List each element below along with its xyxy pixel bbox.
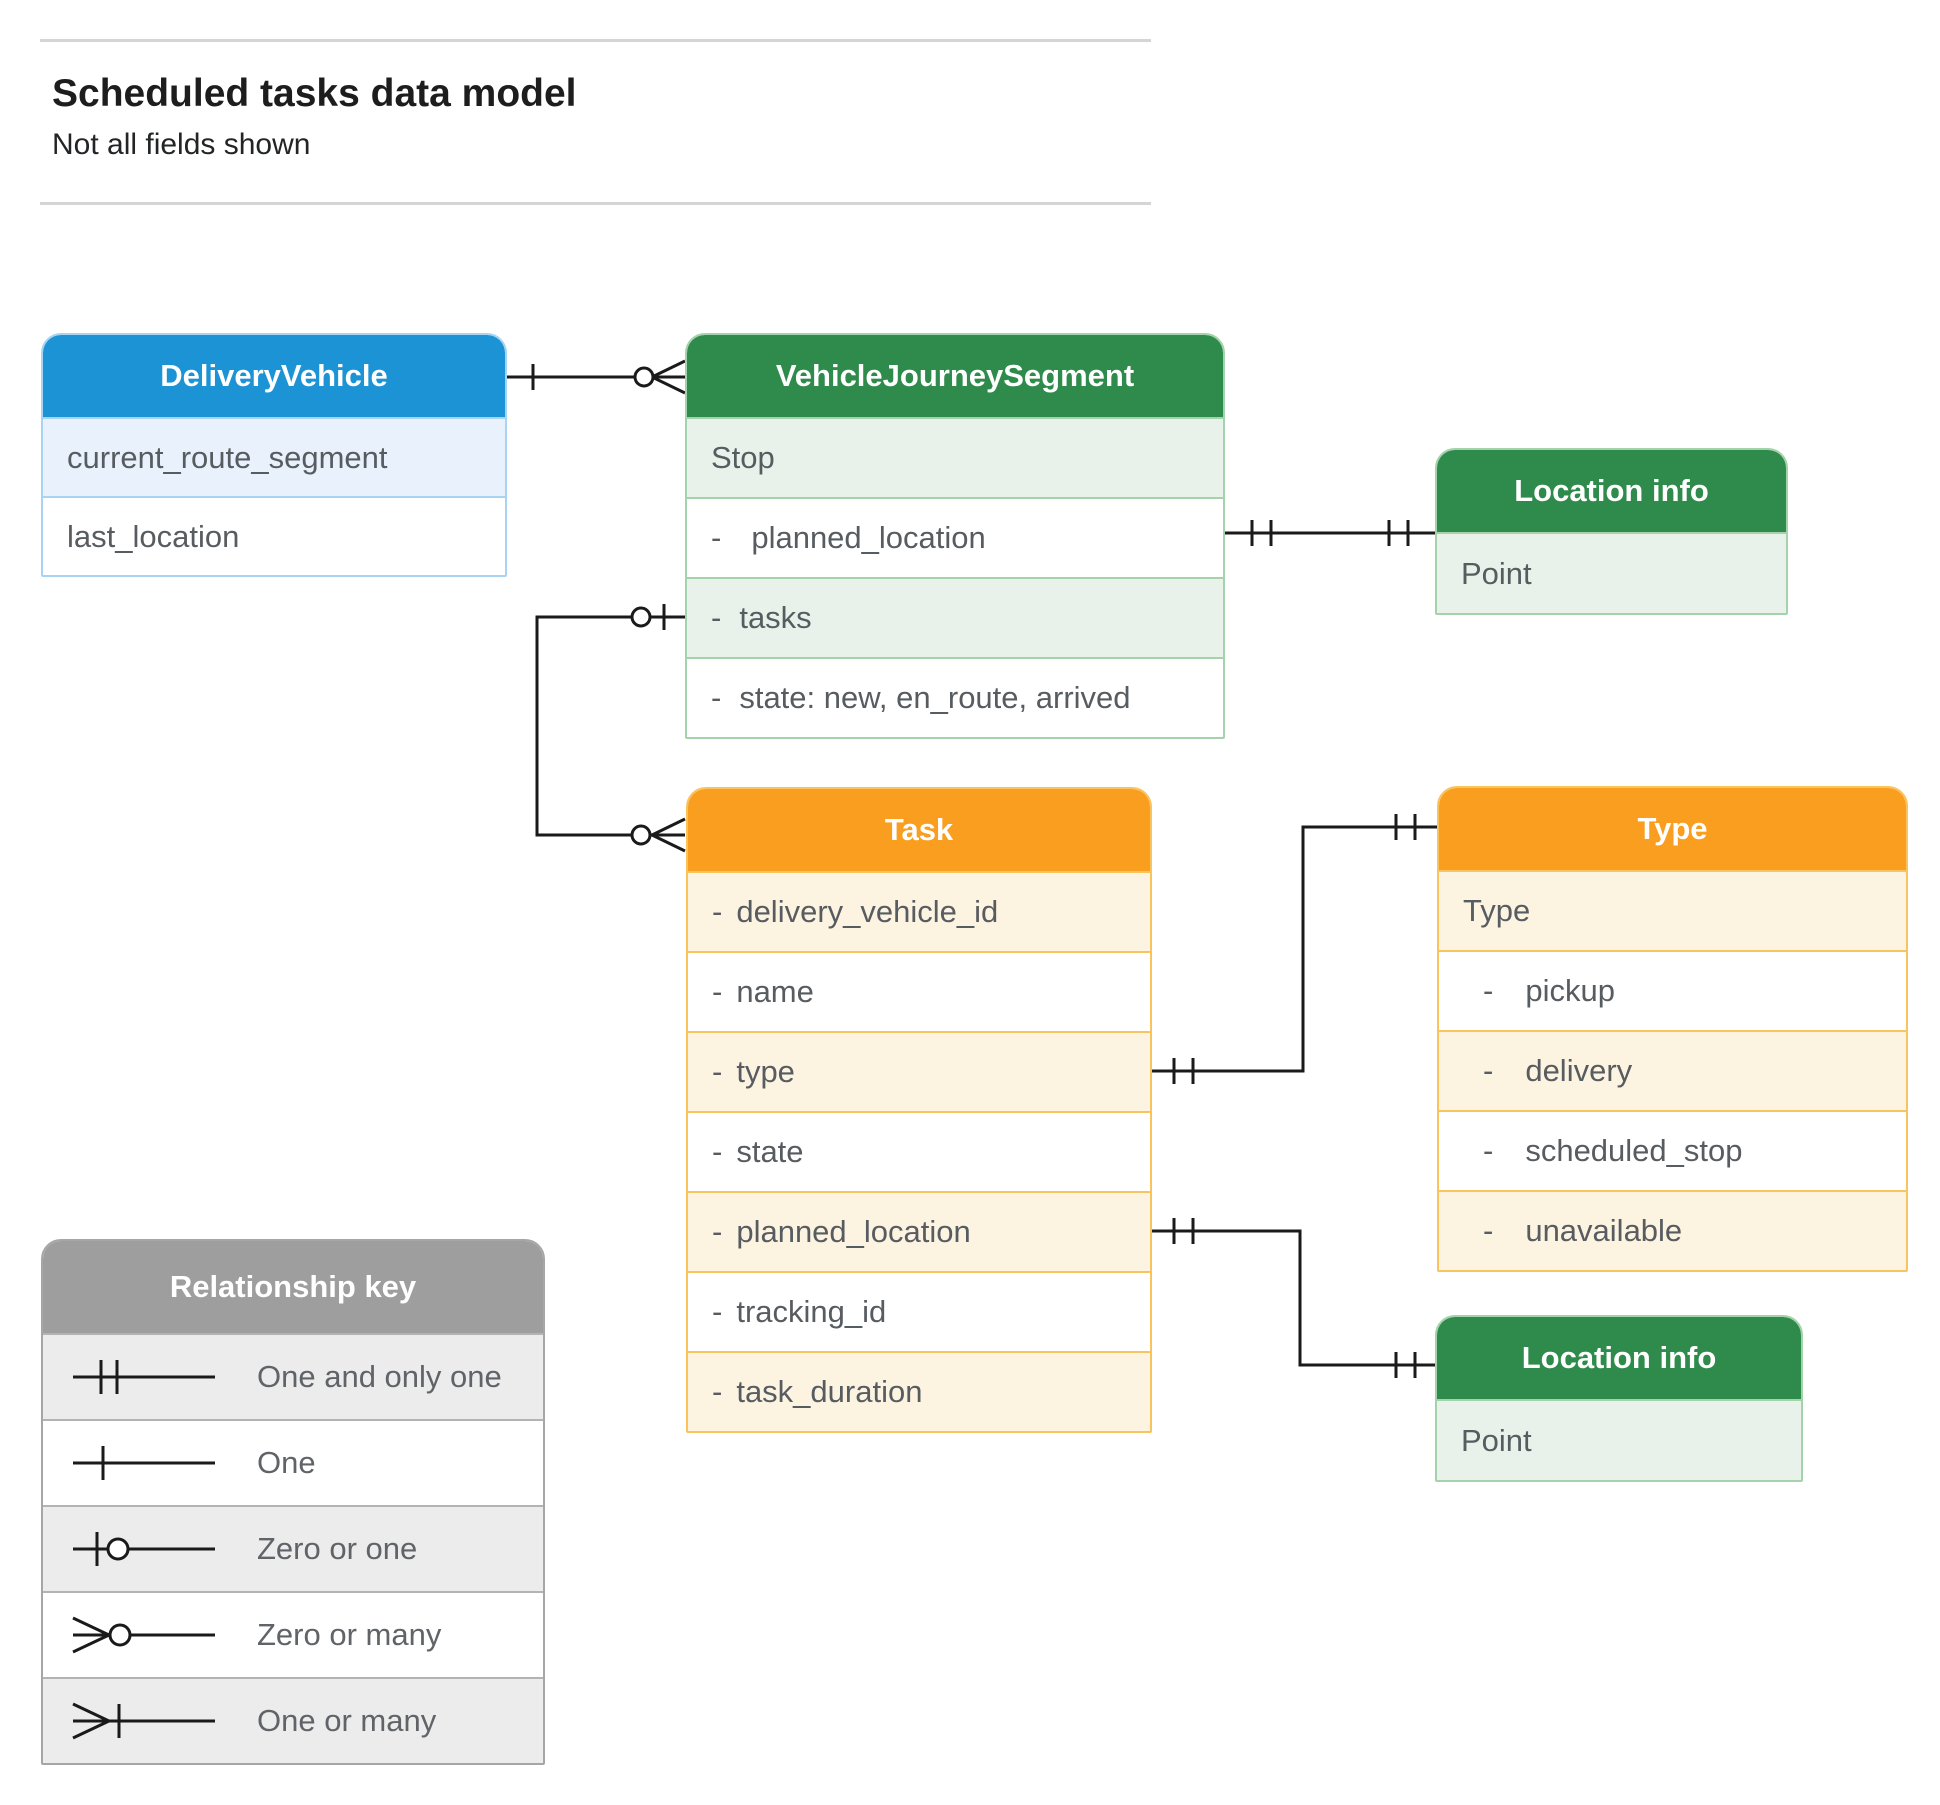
legend-item-zero-or-many: Zero or many — [43, 1591, 543, 1677]
entity-vehicle-journey-segment-title: VehicleJourneySegment — [687, 335, 1223, 417]
row-label: tracking_id — [736, 1294, 887, 1329]
legend-item-one-and-only-one: One and only one — [43, 1333, 543, 1419]
row-label: current_route_segment — [67, 439, 388, 475]
connector-deliveryvehicle-vehiclejourneysegment — [507, 359, 686, 395]
row-dash: - — [712, 894, 723, 929]
legend-item-label: Zero or one — [257, 1531, 418, 1566]
field-task-duration: -task_duration — [688, 1351, 1150, 1431]
field-point: Point — [1437, 1399, 1801, 1480]
legend-item-zero-or-one: Zero or one — [43, 1505, 543, 1591]
connector-vehiclejourneysegment-locationinfo — [1225, 520, 1435, 546]
symbol-one-icon — [73, 1446, 215, 1480]
entity-location-info-2-title: Location info — [1437, 1317, 1801, 1399]
field-state: -state — [688, 1111, 1150, 1191]
row-label: unavailable — [1525, 1213, 1683, 1248]
legend-item-label: One and only one — [257, 1359, 502, 1394]
row-label: Point — [1461, 1422, 1532, 1458]
connector-task-type — [1152, 814, 1437, 1084]
relationship-key-title: Relationship key — [43, 1241, 543, 1333]
row-label: name — [736, 974, 814, 1009]
field-last-location: last_location — [43, 496, 505, 575]
legend-item-label: Zero or many — [257, 1617, 442, 1652]
symbol-zero-or-one-icon — [73, 1532, 215, 1566]
entity-delivery-vehicle: DeliveryVehicle current_route_segment la… — [41, 333, 507, 577]
row-dash: - — [712, 1054, 723, 1089]
row-label: delivery_vehicle_id — [736, 894, 999, 929]
symbol-one-and-only-one-icon — [73, 1360, 215, 1394]
divider-top — [40, 39, 1151, 42]
legend-item-label: One or many — [257, 1703, 437, 1738]
entity-location-info-1-title: Location info — [1437, 450, 1786, 532]
row-label: planned_location — [736, 1214, 971, 1249]
field-state: -state: new, en_route, arrived — [687, 657, 1223, 737]
row-label: Type — [1463, 893, 1531, 928]
entity-vehicle-journey-segment: VehicleJourneySegment Stop -planned_loca… — [685, 333, 1225, 739]
field-name: -name — [688, 951, 1150, 1031]
row-label: pickup — [1525, 973, 1615, 1008]
connector-task-locationinfo — [1152, 1218, 1435, 1378]
row-dash: - — [1483, 1213, 1494, 1248]
entity-type-title: Type — [1439, 788, 1906, 870]
row-label: task_duration — [736, 1374, 923, 1409]
field-planned-location: -planned_location — [688, 1191, 1150, 1271]
row-dash: - — [711, 520, 722, 555]
relationship-key: Relationship key One and only one One Ze… — [41, 1239, 545, 1765]
row-label: state: new, en_route, arrived — [739, 680, 1131, 715]
row-dash: - — [1483, 1053, 1494, 1088]
field-tasks: -tasks — [687, 577, 1223, 657]
row-dash: - — [712, 1134, 723, 1169]
row-label: state — [736, 1134, 804, 1169]
row-label: last_location — [67, 518, 240, 554]
page-title: Scheduled tasks data model — [52, 72, 577, 115]
field-unavailable: -unavailable — [1439, 1190, 1906, 1270]
row-label: type — [736, 1054, 795, 1089]
field-current-route-segment: current_route_segment — [43, 417, 505, 496]
symbol-zero-or-many-icon — [72, 1616, 215, 1654]
field-pickup: -pickup — [1439, 950, 1906, 1030]
divider-bottom — [40, 202, 1151, 205]
field-delivery: -delivery — [1439, 1030, 1906, 1110]
row-label: planned_location — [751, 520, 986, 555]
field-type: -type — [688, 1031, 1150, 1111]
entity-location-info-2: Location info Point — [1435, 1315, 1803, 1482]
field-type-header: Type — [1439, 870, 1906, 950]
row-dash: - — [1483, 1133, 1494, 1168]
row-dash: - — [712, 974, 723, 1009]
field-stop: Stop — [687, 417, 1223, 497]
row-dash: - — [712, 1214, 723, 1249]
entity-type: Type Type -pickup -delivery -scheduled_s… — [1437, 786, 1908, 1272]
field-tracking-id: -tracking_id — [688, 1271, 1150, 1351]
field-planned-location: -planned_location — [687, 497, 1223, 577]
field-scheduled-stop: -scheduled_stop — [1439, 1110, 1906, 1190]
field-point: Point — [1437, 532, 1786, 613]
entity-task: Task -delivery_vehicle_id -name -type -s… — [686, 787, 1152, 1433]
entity-location-info-1: Location info Point — [1435, 448, 1788, 615]
field-delivery-vehicle-id: -delivery_vehicle_id — [688, 871, 1150, 951]
row-dash: - — [712, 1374, 723, 1409]
row-label: scheduled_stop — [1525, 1133, 1743, 1168]
row-label: Point — [1461, 555, 1532, 591]
legend-item-one-or-many: One or many — [43, 1677, 543, 1763]
entity-task-title: Task — [688, 789, 1150, 871]
row-dash: - — [711, 600, 722, 635]
entity-delivery-vehicle-title: DeliveryVehicle — [43, 335, 505, 417]
legend-item-one: One — [43, 1419, 543, 1505]
connector-vehiclejourneysegment-task — [535, 604, 686, 853]
row-label: Stop — [711, 440, 775, 475]
row-dash: - — [712, 1294, 723, 1329]
row-dash: - — [711, 680, 722, 715]
page-subtitle: Not all fields shown — [52, 128, 311, 161]
row-dash: - — [1483, 973, 1494, 1008]
row-label: delivery — [1525, 1053, 1633, 1088]
symbol-one-or-many-icon — [72, 1702, 215, 1740]
legend-item-label: One — [257, 1445, 316, 1480]
row-label: tasks — [739, 600, 812, 635]
